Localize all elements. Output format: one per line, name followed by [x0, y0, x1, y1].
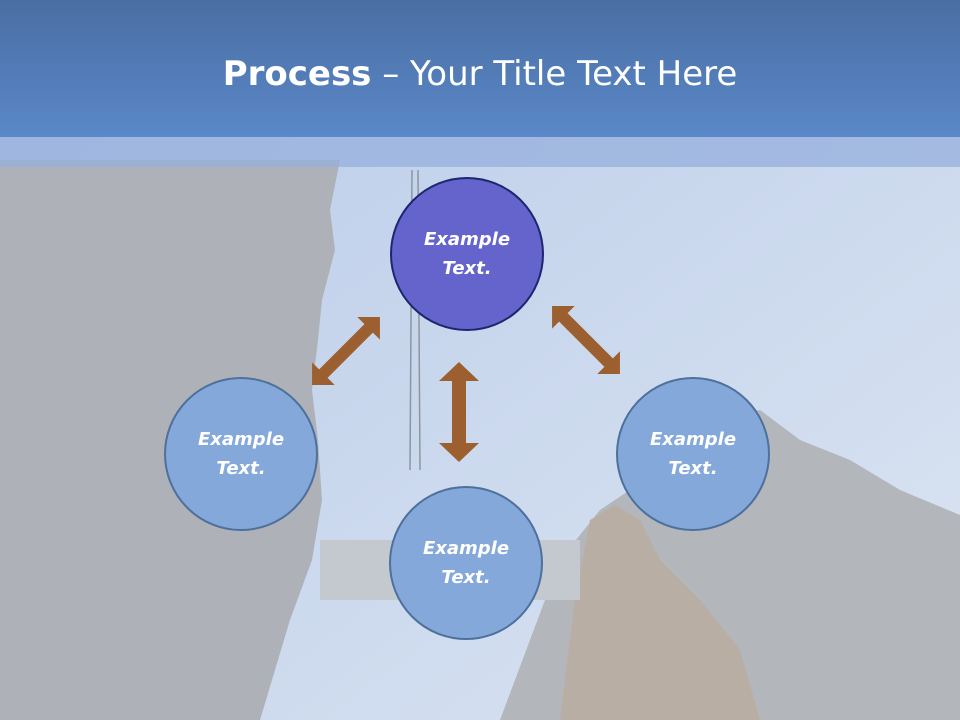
process-node-bottom: Example Text. [389, 486, 543, 640]
title-bar-band [0, 137, 960, 167]
double-arrow-icon [439, 362, 479, 462]
node-label: Example Text. [423, 229, 511, 279]
slide-title: Process – Your Title Text Here [0, 52, 960, 96]
slide-title-rest: – Your Title Text Here [371, 54, 738, 94]
node-label: Example Text. [197, 429, 285, 479]
process-node-left: Example Text. [164, 377, 318, 531]
process-node-top: Example Text. [390, 177, 544, 331]
node-label: Example Text. [649, 429, 737, 479]
title-bar [0, 0, 960, 137]
node-label: Example Text. [422, 538, 510, 588]
double-arrow-icon [552, 306, 620, 374]
process-node-right: Example Text. [616, 377, 770, 531]
double-arrow-icon [312, 317, 380, 385]
slide-title-bold: Process [222, 54, 372, 94]
